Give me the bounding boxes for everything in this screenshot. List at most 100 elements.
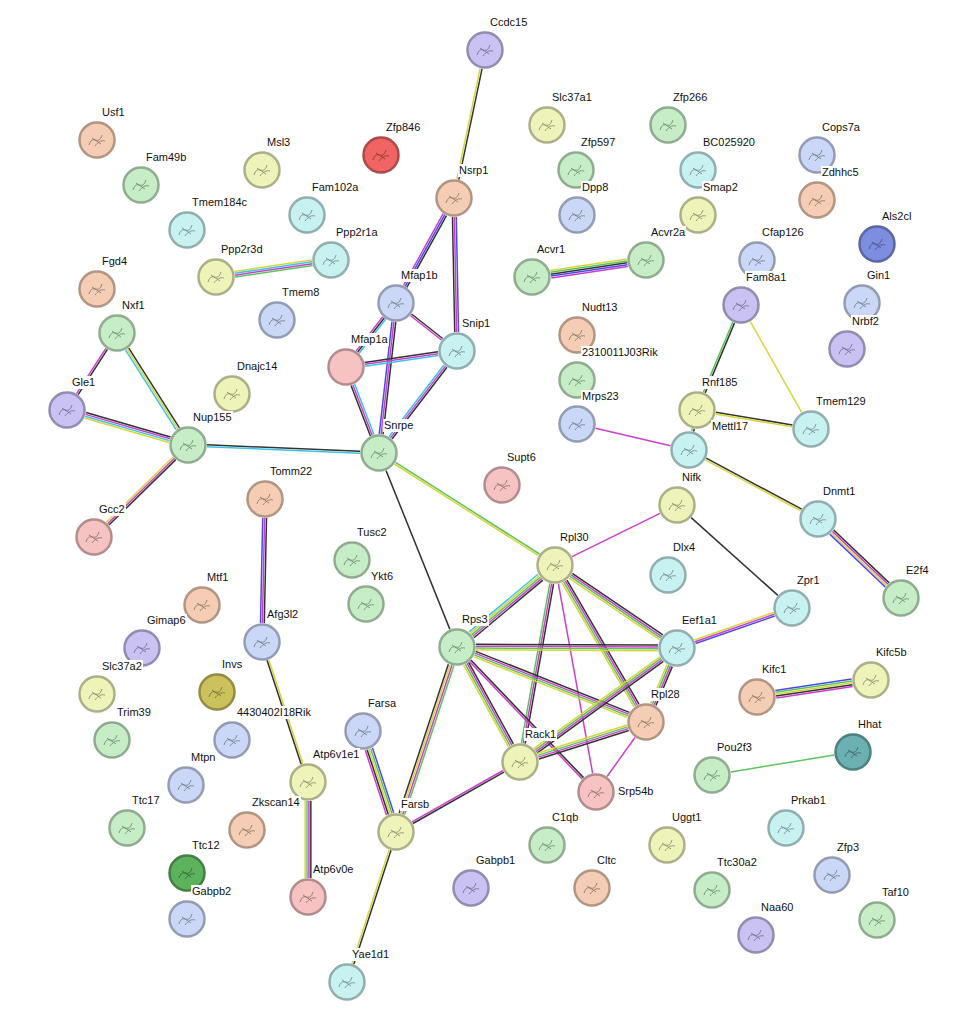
protein-node: Zfp266 [649,106,687,144]
protein-node: Tmem184c [168,211,206,249]
edge-strand [831,533,886,586]
node-circle [627,703,665,741]
node-label: Supt6 [506,451,537,464]
protein-node: Eef1a1 [658,629,696,667]
edge-strand [235,266,312,277]
protein-node: Rpl30 [536,546,574,584]
protein-node: Snrpe [360,434,398,472]
edge-strand [86,413,170,437]
node-circle [312,241,350,279]
node-circle [333,541,371,579]
protein-node: Ccdc15 [466,31,504,69]
edge-strand [126,350,177,430]
node-circle [852,661,890,699]
protein-node: Invs [198,673,236,711]
edge-strand [412,771,503,822]
edge-strand [572,573,663,635]
node-label: Gabpb2 [191,885,232,898]
node-label: Yae1d1 [351,948,390,961]
protein-node: Mtpn [167,766,205,804]
node-label: Invs [221,658,243,671]
edge-strand [352,850,389,964]
node-label: Ttc17 [131,794,161,807]
interaction-edge [750,322,801,413]
protein-node: Trim39 [93,721,131,759]
node-label: Mtf1 [206,571,229,584]
protein-node: Acvr2a [627,241,665,279]
edge-strand [476,649,658,651]
edge-strand [469,661,582,779]
node-label: Gimap6 [146,614,187,627]
node-label: Afg3l2 [266,608,299,621]
node-label: Srp54b [617,785,654,798]
node-label: Dnmt1 [822,485,856,498]
protein-node: Tomm22 [246,480,284,518]
node-label: Gle1 [71,376,96,389]
node-label: Ykt6 [370,570,394,583]
edge-strand [386,471,450,630]
node-label: Kifc1 [761,663,787,676]
node-circle [483,466,521,504]
protein-node: Msl3 [243,151,281,189]
protein-node: Gcc2 [75,518,113,556]
protein-node: Kifc1 [738,678,776,716]
interaction-edge [731,755,834,772]
edge-strand [706,458,801,509]
node-circle [327,348,365,386]
interaction-edge [692,428,694,431]
protein-node: Nrbf2 [828,330,866,368]
edge-strand [306,801,308,878]
node-label: Farsb [400,798,430,811]
node-label: Fam8a1 [745,271,787,284]
node-circle [435,179,473,217]
protein-node: 4430402I18Rik [213,721,251,759]
protein-node: Kifc5b [852,661,890,699]
node-label: Als2cl [881,210,912,223]
node-circle [828,330,866,368]
node-circle [78,270,116,308]
node-circle [93,721,131,759]
node-label: Fam102a [311,181,359,194]
edge-strand [351,385,370,436]
protein-node: Tusc2 [333,541,371,579]
protein-node: Fam8a1 [722,286,760,324]
node-label: Mfap1b [400,269,439,282]
protein-node: Srp54b [577,773,615,811]
protein-node: Rpl28 [627,703,665,741]
interaction-edge [596,428,671,445]
node-label: Mtpn [190,751,216,764]
node-circle [722,286,760,324]
node-label: Tusc2 [356,526,388,539]
edge-strand [551,265,627,276]
protein-node: Dnmt1 [799,500,837,538]
protein-node: Slc37a2 [78,675,116,713]
node-label: Nxf1 [121,299,146,312]
edge-strand [705,460,800,511]
node-circle [658,629,696,667]
edge-strand [369,749,390,814]
node-circle [168,900,206,938]
edge-strand [469,662,514,744]
node-circle [289,878,327,916]
node-label: Mfap1a [350,333,389,346]
node-label: 2310011J03Rik [581,346,659,359]
edge-strand [474,580,543,638]
node-label: Nsrp1 [458,164,489,177]
node-label: Atp6v1e1 [312,748,360,761]
protein-node: Naa60 [737,916,775,954]
protein-node: Nifk [658,486,696,524]
node-circle [558,196,596,234]
node-label: Rack1 [524,728,557,741]
protein-node: Zkscan14 [228,811,266,849]
protein-node: Rack1 [501,743,539,781]
node-circle [501,743,539,781]
interaction-edge [365,748,393,815]
node-circle [377,284,415,322]
node-label: Ppp2r1a [335,226,379,239]
edge-strand [452,217,454,332]
protein-node: Nsrp1 [435,179,473,217]
node-label: Tmem8 [281,286,320,299]
interaction-edge [474,651,630,717]
node-label: Snrpe [383,419,414,432]
protein-node: Cltc [573,869,611,907]
